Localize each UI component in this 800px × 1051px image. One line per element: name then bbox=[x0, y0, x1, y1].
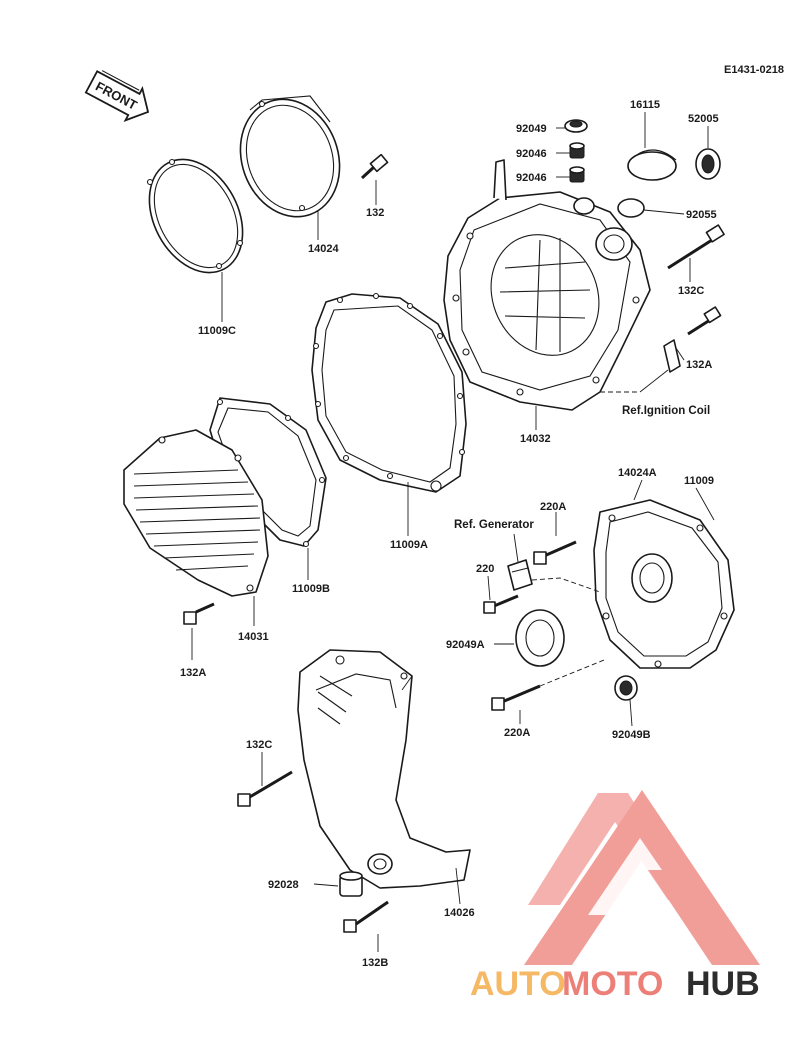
label-132C-bottom: 132C bbox=[246, 739, 272, 751]
ignition-coil-bracket bbox=[663, 339, 681, 373]
label-132: 132 bbox=[366, 207, 384, 219]
gasket-11009C bbox=[146, 158, 244, 274]
label-92049: 92049 bbox=[516, 123, 547, 135]
label-220A-top: 220A bbox=[540, 501, 566, 513]
cover-14026 bbox=[297, 649, 471, 889]
cover-14024A bbox=[593, 499, 735, 669]
label-132B: 132B bbox=[362, 957, 388, 969]
generator-bracket bbox=[507, 559, 533, 591]
label-132A-left: 132A bbox=[180, 667, 206, 679]
label-220A-bottom: 220A bbox=[504, 727, 530, 739]
cap-16115 bbox=[627, 149, 677, 181]
collar-92046-a bbox=[569, 142, 585, 159]
bolt-220A-top bbox=[533, 540, 577, 565]
label-92046-b: 92046 bbox=[516, 172, 547, 184]
watermark-auto: AUTO bbox=[470, 965, 566, 1003]
label-14024: 14024 bbox=[308, 243, 339, 255]
collar-92028 bbox=[339, 871, 363, 897]
gasket-11009A bbox=[311, 292, 467, 493]
label-14031: 14031 bbox=[238, 631, 269, 643]
bolt-132A-right bbox=[687, 306, 722, 336]
seal-92049A bbox=[515, 609, 565, 667]
label-14032: 14032 bbox=[520, 433, 551, 445]
label-92049B: 92049B bbox=[612, 729, 651, 741]
label-16115: 16115 bbox=[630, 99, 660, 111]
label-11009C: 11009C bbox=[198, 325, 236, 337]
diagram-code: E1431-0218 bbox=[724, 64, 784, 76]
label-14026: 14026 bbox=[444, 907, 475, 919]
label-52005: 52005 bbox=[688, 113, 719, 125]
label-11009B: 11009B bbox=[292, 583, 330, 595]
bolt-220 bbox=[483, 594, 519, 614]
watermark-moto: MOTO bbox=[562, 965, 663, 1003]
bolt-132B bbox=[343, 900, 389, 933]
watermark-logo bbox=[524, 790, 760, 965]
label-14024A: 14024A bbox=[618, 467, 657, 479]
label-92055: 92055 bbox=[686, 209, 717, 221]
bolt-132 bbox=[360, 153, 389, 180]
label-132C-top: 132C bbox=[678, 285, 704, 297]
front-arrow-icon: FRONT bbox=[84, 70, 150, 123]
label-ref-ignition-coil: Ref.Ignition Coil bbox=[622, 405, 710, 417]
cover-14024 bbox=[239, 95, 341, 218]
bolt-132C-bottom bbox=[237, 770, 293, 807]
seal-92049B bbox=[614, 675, 638, 701]
bolt-132A-left bbox=[183, 602, 215, 625]
seal-92049 bbox=[564, 119, 588, 133]
bolt-132C-top bbox=[667, 224, 725, 270]
label-220: 220 bbox=[476, 563, 494, 575]
label-ref-generator: Ref. Generator bbox=[454, 519, 534, 531]
label-132A-right: 132A bbox=[686, 359, 712, 371]
cover-14031 bbox=[123, 429, 269, 597]
label-11009A: 11009A bbox=[390, 539, 428, 551]
label-92046-a: 92046 bbox=[516, 148, 547, 160]
watermark-hub: HUB bbox=[686, 965, 760, 1003]
watermark-brand: AUTO MOTO HUB bbox=[470, 965, 760, 1003]
label-92028: 92028 bbox=[268, 879, 299, 891]
label-11009: 11009 bbox=[684, 475, 714, 487]
collar-92046-b bbox=[569, 166, 585, 183]
oring-92055 bbox=[617, 198, 645, 218]
cover-14032 bbox=[443, 159, 651, 411]
bolt-220A-bottom bbox=[491, 684, 541, 711]
seal-52005 bbox=[695, 148, 721, 180]
label-92049A: 92049A bbox=[446, 639, 485, 651]
